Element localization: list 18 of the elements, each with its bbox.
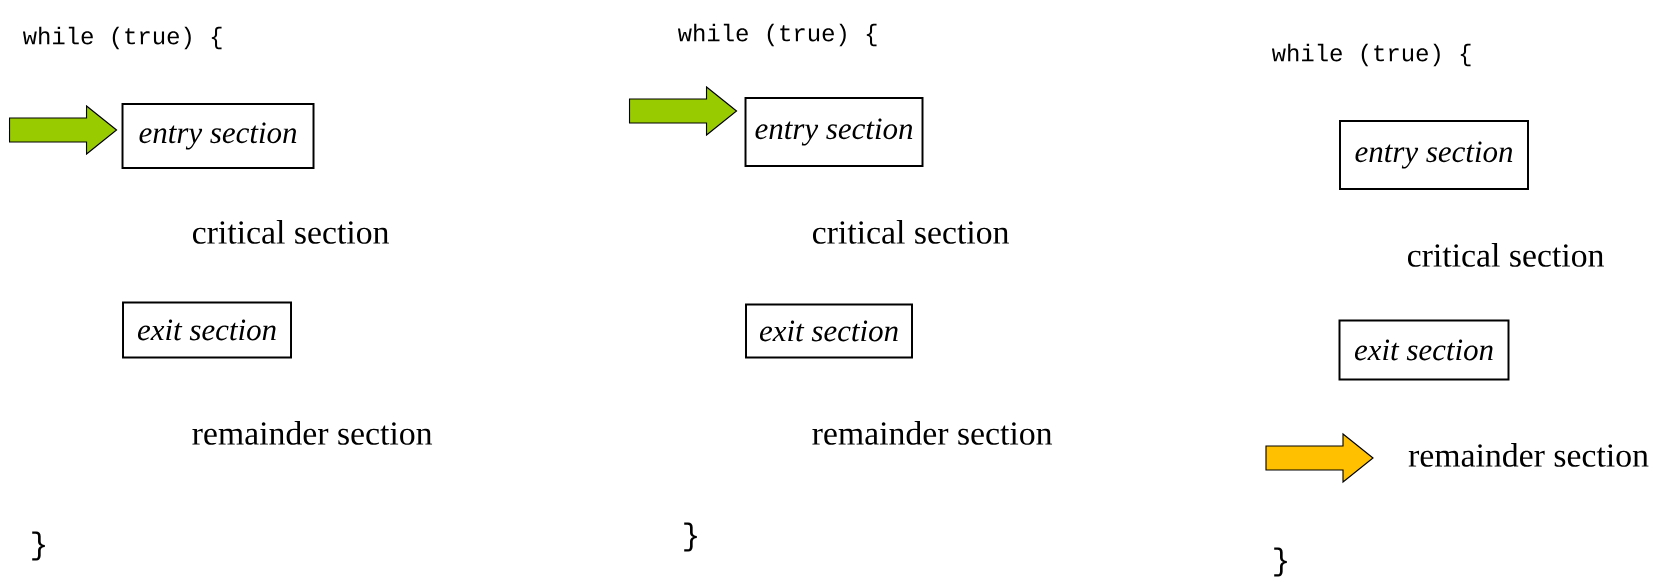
code-line: while (true) {	[22, 26, 222, 50]
section-box: exit section	[745, 303, 913, 359]
code-text: remainder section	[192, 421, 433, 445]
code-text: critical section	[1407, 243, 1604, 267]
section-box: entry section	[1339, 120, 1529, 190]
code-text: critical section	[813, 220, 1009, 244]
section-box: exit section	[122, 301, 292, 359]
section-box: entry section	[121, 103, 315, 169]
closing-brace: }	[1274, 547, 1287, 577]
closing-brace: }	[32, 531, 45, 561]
code-text: critical section	[193, 220, 389, 244]
code-line: while (true) {	[677, 23, 877, 47]
section-box: exit section	[1338, 319, 1510, 381]
code-text: remainder section	[812, 421, 1053, 445]
section-box: entry section	[744, 97, 924, 167]
closing-brace: }	[684, 522, 697, 552]
code-line: while (true) {	[1271, 43, 1471, 67]
code-text: remainder section	[1408, 443, 1649, 467]
